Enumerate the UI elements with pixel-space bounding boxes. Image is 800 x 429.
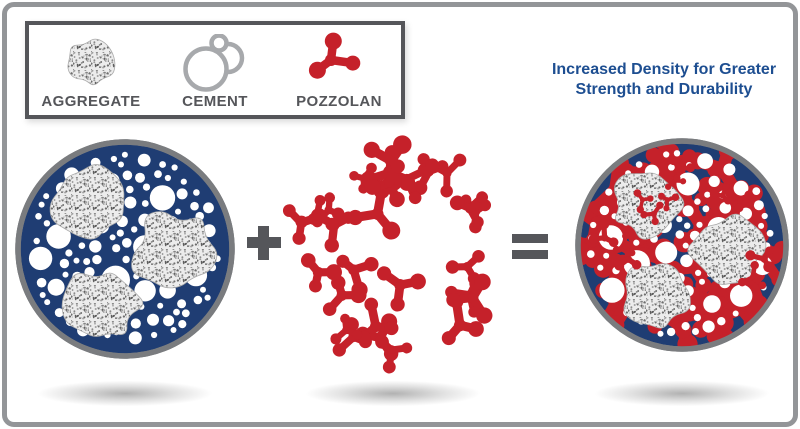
equals-bar-top <box>512 234 548 243</box>
ground-shadow-middle <box>301 380 485 407</box>
densified-mix-circle <box>575 138 789 352</box>
cement-label: CEMENT <box>182 93 248 110</box>
equals-operator: = <box>512 234 548 260</box>
aggregate-cement-mix-circle <box>15 139 235 359</box>
pozzolan-particles-cluster <box>263 120 523 380</box>
ground-shadow-right <box>590 380 774 407</box>
equals-bar-bottom <box>512 250 548 259</box>
pozzolan-icon <box>303 32 375 92</box>
plus-bar-vertical <box>258 226 269 260</box>
cement-icon <box>179 32 251 92</box>
heading-line-2: Strength and Durability <box>575 81 753 98</box>
pozzolan-label: POZZOLAN <box>296 93 382 110</box>
legend-item-cement: CEMENT <box>153 25 277 115</box>
aggregate-label: AGGREGATE <box>41 93 141 110</box>
plus-operator: + <box>247 226 281 260</box>
heading: Increased Density for Greater Strength a… <box>528 60 800 100</box>
legend-box: AGGREGATE CEMENT POZZOLAN <box>25 21 405 119</box>
legend-item-aggregate: AGGREGATE <box>29 25 153 115</box>
heading-line-1: Increased Density for Greater <box>551 61 777 78</box>
legend-item-pozzolan: POZZOLAN <box>277 25 401 115</box>
ground-shadow-left <box>33 380 217 407</box>
aggregate-icon <box>55 32 127 92</box>
